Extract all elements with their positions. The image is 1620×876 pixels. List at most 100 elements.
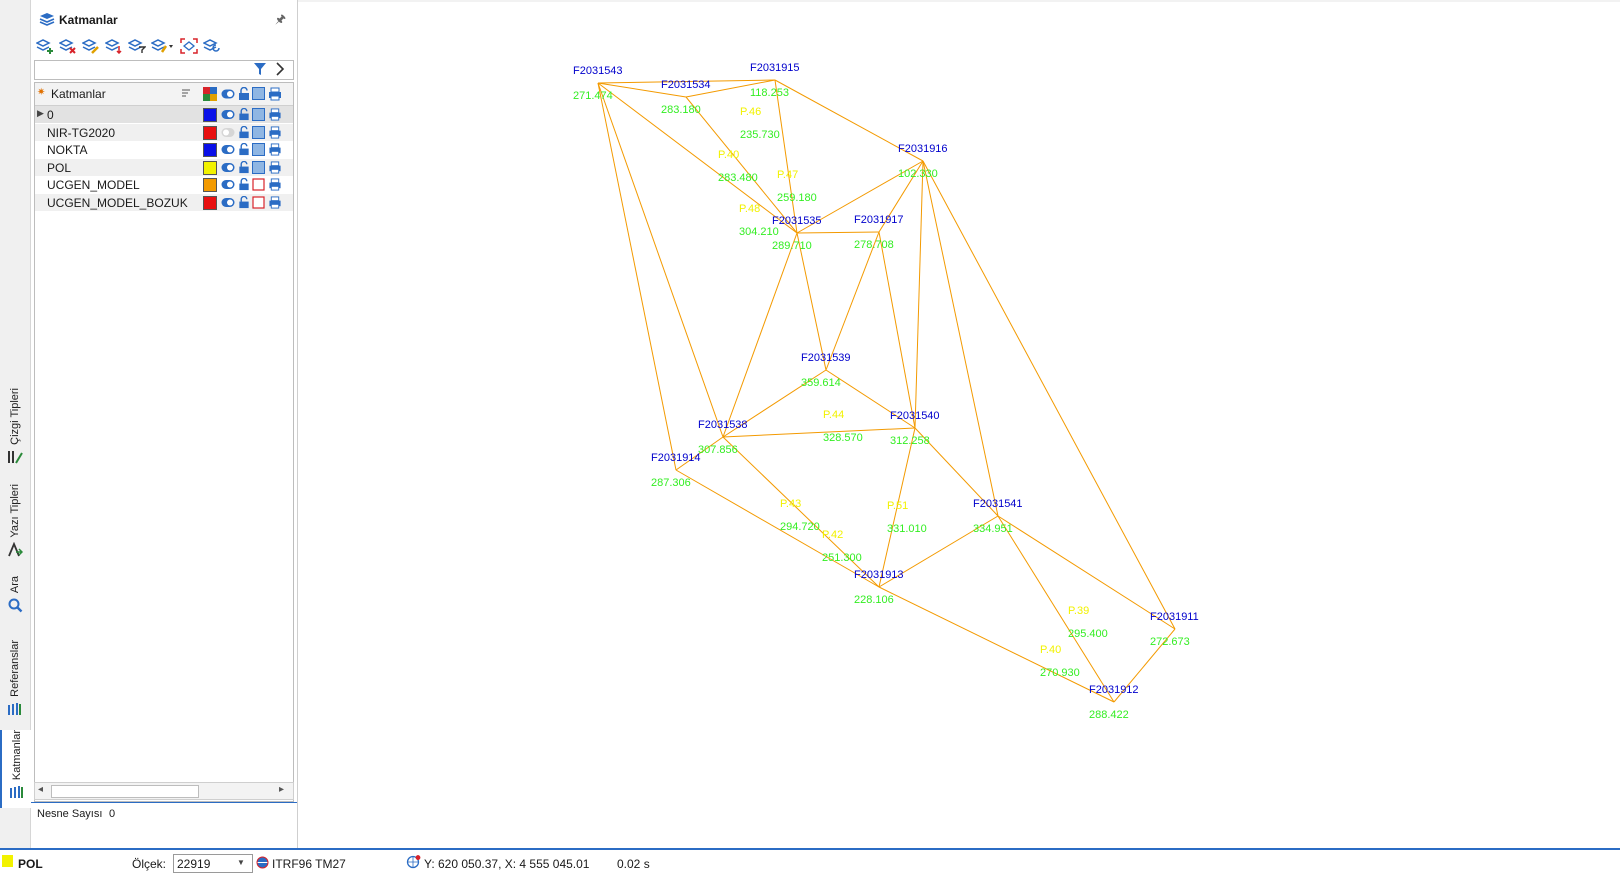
triangle-edge[interactable]: [878, 427, 916, 588]
triangle-edge[interactable]: [675, 469, 880, 588]
toggle-on-icon[interactable]: [221, 143, 235, 156]
triangle-edge[interactable]: [685, 96, 798, 234]
polygon-label[interactable]: P.48: [739, 203, 760, 215]
active-layer-name[interactable]: POL: [18, 857, 43, 871]
filter-icon[interactable]: [253, 62, 267, 76]
point-name[interactable]: F2031541: [973, 498, 1023, 510]
unlock-icon[interactable]: [238, 195, 250, 209]
point-name[interactable]: F2031535: [772, 215, 822, 227]
polygon-label[interactable]: P.44: [823, 409, 844, 421]
toggle-on-icon[interactable]: [221, 196, 235, 209]
projection-label[interactable]: ITRF96 TM27: [272, 857, 346, 871]
refresh-layers-button[interactable]: [202, 36, 222, 56]
fill-icon[interactable]: [252, 160, 265, 174]
scale-combobox[interactable]: 22919 ▼: [173, 854, 253, 873]
toggle-on-icon[interactable]: [221, 108, 235, 121]
triangle-edge[interactable]: [675, 436, 724, 471]
printer-icon[interactable]: [268, 195, 282, 209]
zoom-extents-button[interactable]: [179, 36, 199, 56]
polygon-label[interactable]: P.51: [887, 500, 908, 512]
layer-name[interactable]: UCGEN_MODEL: [47, 178, 140, 192]
layer-color-swatch[interactable]: [203, 125, 217, 140]
triangle-edge[interactable]: [997, 515, 1176, 630]
tab-layers[interactable]: Katmanlar: [0, 730, 32, 808]
unlock-icon[interactable]: [238, 178, 250, 191]
layer-filter-input[interactable]: [34, 60, 294, 80]
layer-row[interactable]: ▶0: [35, 106, 293, 123]
triangle-edge[interactable]: [914, 160, 924, 429]
polygon-label[interactable]: P.40: [1040, 644, 1061, 656]
layer-row[interactable]: NOKTA: [35, 141, 293, 158]
no-fill-icon[interactable]: [252, 195, 265, 209]
point-name[interactable]: F2031540: [890, 410, 940, 422]
triangle-edge[interactable]: [774, 79, 924, 162]
triangle-edge[interactable]: [878, 160, 924, 233]
triangle-edge[interactable]: [796, 160, 924, 234]
delete-layer-button[interactable]: [58, 36, 78, 56]
point-name[interactable]: F2031534: [661, 79, 711, 91]
triangle-edge[interactable]: [796, 231, 880, 234]
toggle-off-icon[interactable]: [221, 126, 235, 139]
unlock-icon[interactable]: [238, 160, 250, 174]
layer-color-swatch[interactable]: [203, 108, 217, 122]
layer-color-swatch[interactable]: [203, 178, 217, 192]
point-name[interactable]: F2031543: [573, 65, 623, 77]
point-name[interactable]: F2031914: [651, 452, 701, 464]
sort-icon[interactable]: [181, 88, 191, 98]
layer-color-swatch[interactable]: [203, 143, 217, 157]
layer-color-swatch[interactable]: [203, 195, 217, 210]
triangle-edge[interactable]: [597, 82, 677, 471]
toggle-on-icon[interactable]: [221, 178, 235, 191]
edit-layer-button[interactable]: [81, 36, 101, 56]
triangle-edge[interactable]: [878, 231, 916, 429]
layer-name[interactable]: NIR-TG2020: [47, 125, 116, 140]
triangle-edge[interactable]: [1113, 628, 1176, 703]
point-name[interactable]: F2031912: [1089, 684, 1139, 696]
triangle-edge[interactable]: [922, 160, 1176, 630]
toggle-on-icon[interactable]: [221, 161, 235, 174]
point-name[interactable]: F2031911: [1150, 611, 1199, 623]
printer-icon[interactable]: [268, 143, 282, 156]
chevron-right-icon[interactable]: [273, 62, 287, 76]
triangle-edge[interactable]: [878, 515, 999, 588]
polygon-label[interactable]: P.43: [780, 498, 801, 510]
triangle-edge[interactable]: [722, 232, 798, 438]
layer-tools-dropdown[interactable]: [150, 36, 176, 56]
no-fill-icon[interactable]: [252, 178, 265, 191]
scroll-left-icon[interactable]: ◂: [38, 784, 44, 795]
point-name[interactable]: F2031916: [898, 143, 948, 155]
unlock-icon[interactable]: [238, 125, 250, 139]
layer-row[interactable]: POL: [35, 158, 293, 176]
polygon-label[interactable]: P.42: [822, 529, 843, 541]
printer-icon[interactable]: [268, 125, 282, 139]
triangle-edge[interactable]: [722, 427, 916, 438]
triangle-edge[interactable]: [914, 427, 999, 517]
fill-icon[interactable]: [252, 108, 265, 121]
point-name[interactable]: F2031915: [750, 62, 800, 74]
unlock-icon[interactable]: [238, 143, 250, 156]
triangle-edge[interactable]: [997, 515, 1115, 703]
printer-icon[interactable]: [268, 160, 282, 174]
triangle-edge[interactable]: [722, 369, 827, 438]
sort-layers-button[interactable]: [104, 36, 124, 56]
point-name[interactable]: F2031913: [854, 569, 904, 581]
pin-icon[interactable]: 🖈: [275, 12, 287, 26]
triangle-edge[interactable]: [774, 79, 798, 234]
polygon-label[interactable]: P.47: [777, 169, 798, 181]
layer-color-swatch[interactable]: [203, 160, 217, 175]
triangle-edge[interactable]: [597, 82, 687, 98]
triangle-edge[interactable]: [597, 82, 724, 438]
layer-row[interactable]: UCGEN_MODEL: [35, 176, 293, 193]
column-header-name[interactable]: Katmanlar: [51, 87, 106, 101]
tab-text-types[interactable]: Yazı Tipleri: [0, 484, 30, 558]
triangle-edge[interactable]: [878, 586, 1115, 703]
polygon-label[interactable]: P.40: [718, 149, 739, 161]
triangle-edge[interactable]: [685, 79, 776, 98]
layer-name[interactable]: POL: [47, 160, 72, 175]
fill-icon[interactable]: [252, 143, 265, 156]
fill-icon[interactable]: [252, 125, 265, 139]
scroll-right-icon[interactable]: ▸: [279, 784, 285, 795]
add-layer-button[interactable]: [35, 36, 55, 56]
layer-name[interactable]: 0: [47, 108, 54, 122]
